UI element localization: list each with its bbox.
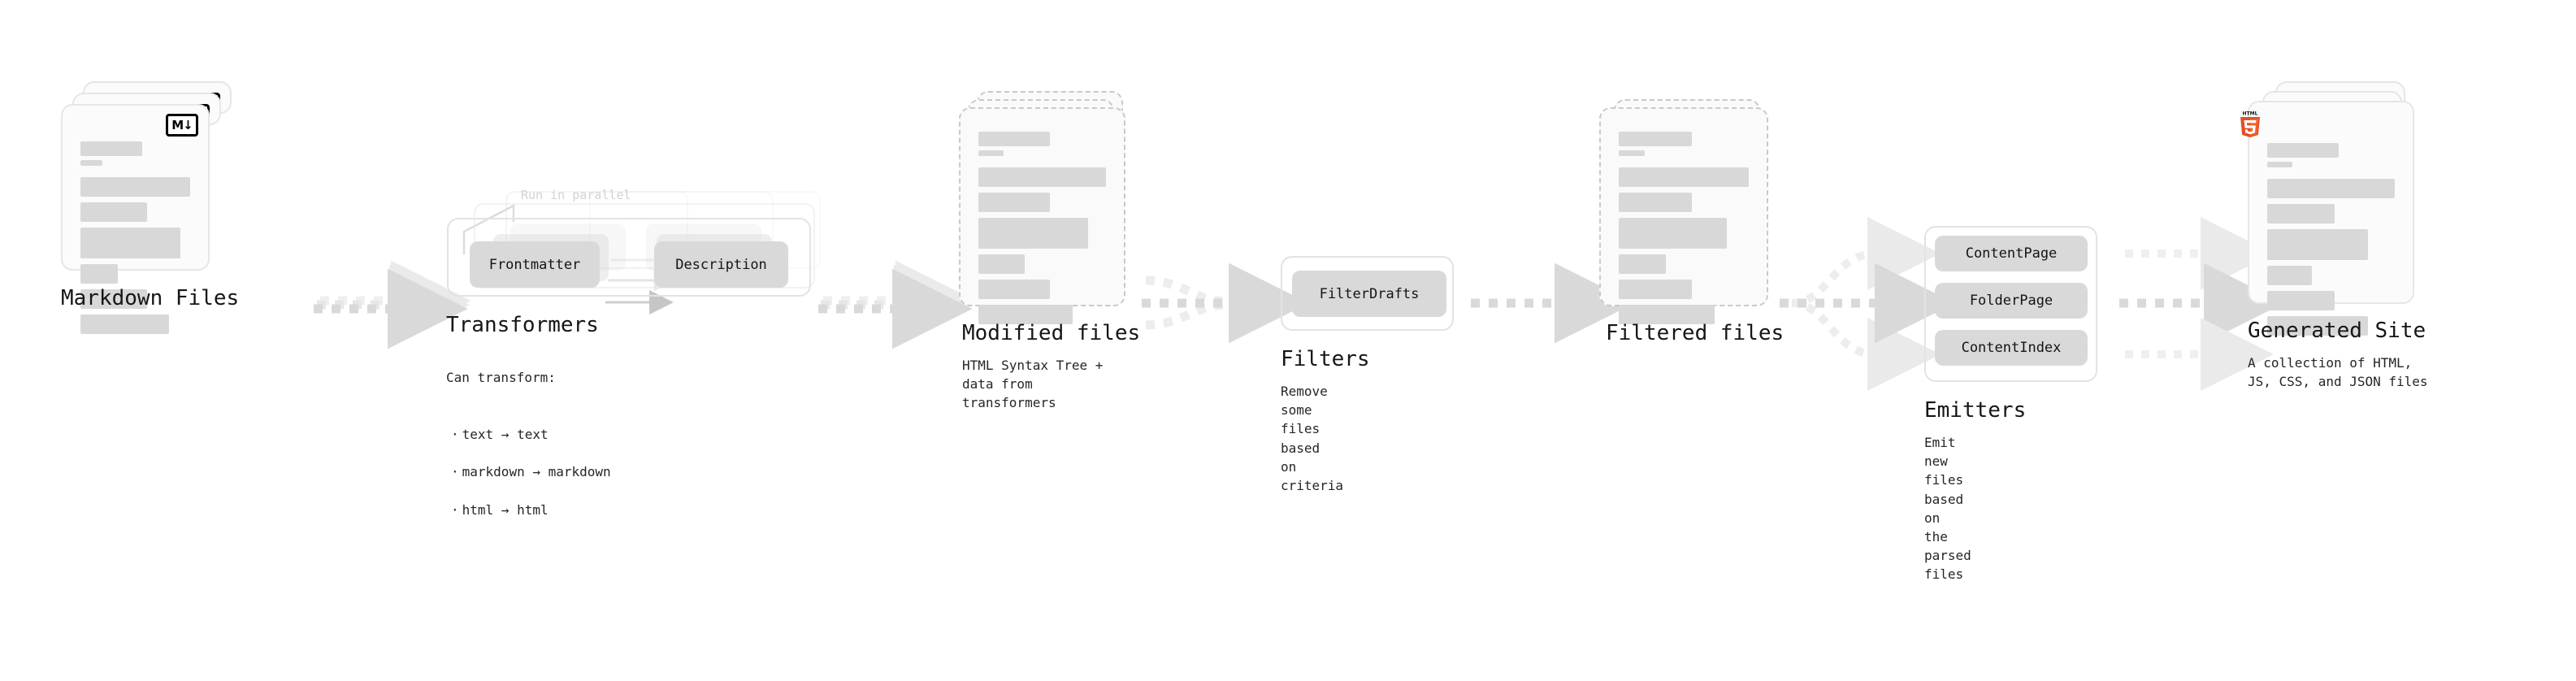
skeleton-line [2267, 179, 2395, 198]
stage-title-generated-site: Generated Site [2248, 319, 2426, 343]
skeleton-line [1619, 218, 1727, 249]
filtered-skeleton [1619, 132, 1749, 330]
stage-markdown-files: M↓ M↓ M↓ Markdown Files [61, 81, 239, 334]
list-item: markdown → markdown [446, 462, 611, 481]
skeleton-line [978, 132, 1050, 146]
stage-title-transformers: Transformers [446, 313, 599, 337]
site-card-front-html: HTML [2240, 101, 2414, 336]
skeleton-line [80, 228, 180, 258]
stage-title-emitters: Emitters [1924, 398, 2027, 423]
skeleton-line [80, 289, 148, 309]
skeleton-line [1619, 167, 1749, 187]
stage-title-markdown-files: Markdown Files [61, 286, 240, 310]
skeleton-line [2267, 316, 2369, 336]
site-skeleton [2267, 143, 2395, 341]
stage-caption-filters: Remove some files based on criteria [1281, 384, 1344, 493]
stage-caption-generated-site: A collection of HTML, JS, CSS, and JSON … [2248, 355, 2428, 390]
markdown-skeleton [80, 141, 190, 340]
svg-text:HTML: HTML [2243, 111, 2258, 117]
skeleton-line [2267, 229, 2369, 260]
arrow-markdown-to-transformers [314, 260, 471, 349]
stage-title-filters: Filters [1281, 347, 1370, 371]
stage-modified-files: Modified files HTML Syntax Tree + data f… [959, 81, 1140, 410]
skeleton-line [1619, 305, 1715, 324]
run-in-parallel-annotation: Run in parallel [521, 188, 631, 202]
arrow-filtered-to-emitters [1780, 217, 1955, 391]
filters-box [1281, 256, 1454, 331]
stage-generated-site: CSS HTML [2240, 81, 2435, 389]
stage-caption-modified-files: HTML Syntax Tree + data from transformer… [962, 358, 1104, 411]
stage-filtered-files: Filtered files [1599, 81, 1784, 345]
stage-title-modified-files: Modified files [962, 321, 1141, 345]
filtered-card-front [1599, 107, 1768, 324]
skeleton-line [978, 193, 1050, 212]
arrow-emitters-to-site [2119, 217, 2284, 391]
stage-title-filtered-files: Filtered files [1606, 321, 1785, 345]
skeleton-line [80, 177, 190, 197]
skeleton-line [80, 160, 102, 166]
chip-contentindex[interactable]: ContentIndex [1935, 330, 2088, 366]
skeleton-line [2267, 204, 2335, 223]
skeleton-line [2267, 291, 2335, 310]
skeleton-line [2267, 143, 2339, 158]
skeleton-line [978, 305, 1073, 324]
skeleton-line [80, 314, 170, 334]
chip-folderpage[interactable]: FolderPage [1935, 283, 2088, 319]
skeleton-line [1619, 150, 1645, 156]
skeleton-line [978, 167, 1106, 187]
skeleton-line [80, 264, 118, 284]
skeleton-line [978, 254, 1025, 274]
emitters-box [1924, 226, 2097, 382]
skeleton-line [1619, 280, 1692, 299]
html5-icon: HTML [2238, 110, 2262, 137]
skeleton-line [978, 150, 1004, 156]
skeleton-line [978, 218, 1089, 249]
chip-contentpage[interactable]: ContentPage [1935, 236, 2088, 271]
chip-filterdrafts[interactable]: FilterDrafts [1292, 271, 1446, 317]
markdown-badge: M↓ [166, 114, 198, 137]
chip-frontmatter[interactable]: Frontmatter [470, 241, 600, 288]
skeleton-line [80, 141, 142, 156]
stage-caption-transformers: Can transform: text → text markdown → ma… [446, 349, 611, 557]
modified-skeleton [978, 132, 1106, 330]
skeleton-line [2267, 266, 2312, 285]
skeleton-line [80, 202, 148, 222]
skeleton-line [1619, 193, 1692, 212]
chip-description[interactable]: Description [654, 241, 788, 288]
arrow-transformers-to-modified [818, 260, 976, 349]
skeleton-line [1619, 132, 1692, 146]
stage-caption-emitters: Emit new files based on the parsed files [1924, 435, 1971, 583]
list-item: text → text [446, 425, 611, 444]
markdown-card-front: M↓ [61, 104, 210, 334]
transform-capability-list: text → text markdown → markdown html → h… [446, 406, 611, 538]
transformers-box [447, 218, 811, 297]
modified-card-front [959, 107, 1125, 324]
skeleton-line [978, 280, 1050, 299]
list-item: html → html [446, 501, 611, 519]
skeleton-line [2267, 162, 2293, 167]
skeleton-line [1619, 254, 1666, 274]
arrow-modified-to-filters [1142, 262, 1309, 344]
transformers-box-back-2b [505, 191, 774, 269]
caption-head: Can transform: [446, 370, 556, 386]
